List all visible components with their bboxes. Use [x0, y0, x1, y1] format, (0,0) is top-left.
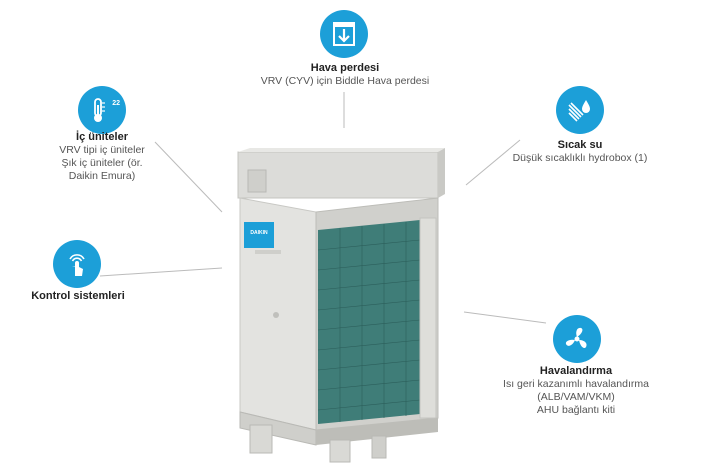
controls-title: Kontrol sistemleri — [31, 290, 125, 302]
ventilation-desc-1: Isı geri kazanımlı havalandırma (ALB/VAM… — [503, 378, 649, 403]
thermometer-icon: 22 — [78, 86, 126, 134]
air-curtain-title: Hava perdesi — [310, 62, 380, 74]
hot-water-label: Sıcak su Düşük sıcaklıklı hydrobox (1) — [500, 139, 660, 165]
water-drop-icon — [556, 86, 604, 134]
ventilation-label: Havalandırma Isı geri kazanımlı havaland… — [466, 365, 686, 417]
indoor-units-desc-3: Daikin Emura) — [68, 170, 136, 182]
touch-control-icon — [53, 240, 101, 288]
indoor-units-label: İç üniteler VRV tipi iç üniteler Şık iç … — [40, 131, 164, 183]
indoor-units-title: İç üniteler — [76, 131, 128, 143]
ventilation-desc-2: AHU bağlantı kiti — [536, 404, 616, 416]
thermometer-value: 22 — [112, 100, 120, 107]
air-curtain-icon — [320, 10, 368, 58]
air-curtain-desc: VRV (CYV) için Biddle Hava perdesi — [260, 75, 430, 87]
indoor-units-desc-2: Şık iç üniteler (ör. — [61, 157, 143, 169]
indoor-units-desc-1: VRV tipi iç üniteler — [59, 144, 145, 156]
ventilation-title: Havalandırma — [539, 365, 613, 377]
controls-label: Kontrol sistemleri — [18, 290, 138, 303]
brand-logo: DAIKIN — [250, 230, 268, 236]
hot-water-desc: Düşük sıcaklıklı hydrobox (1) — [512, 152, 648, 164]
fan-icon — [553, 315, 601, 363]
air-curtain-label: Hava perdesi VRV (CYV) için Biddle Hava … — [245, 62, 445, 88]
hot-water-title: Sıcak su — [557, 139, 603, 151]
